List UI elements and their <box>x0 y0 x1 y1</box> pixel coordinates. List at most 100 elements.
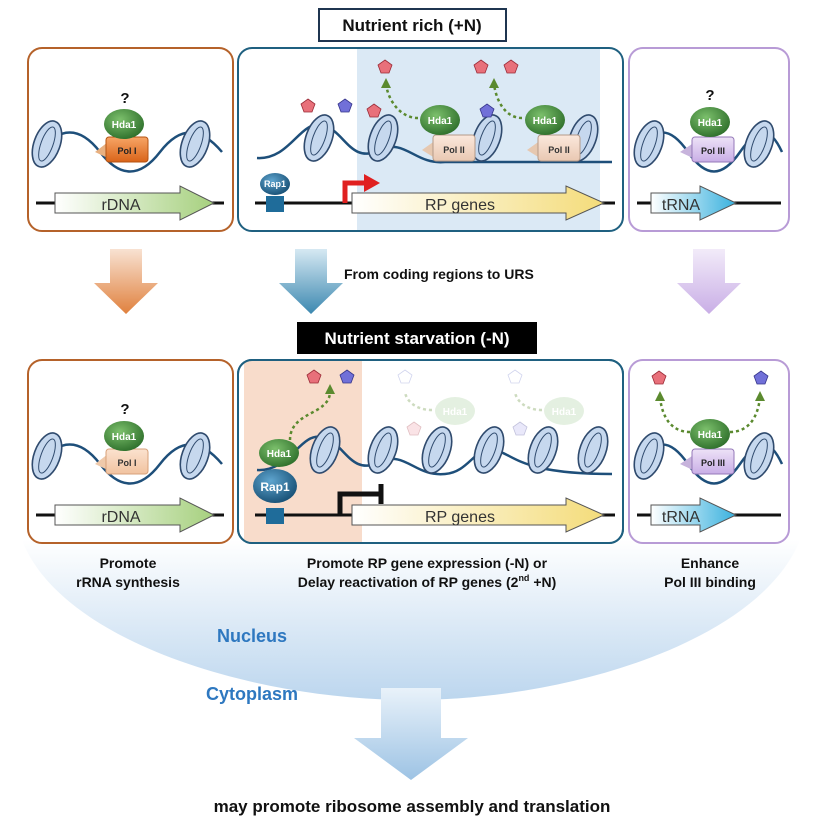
rdna-gene-arrow <box>54 497 216 533</box>
cytoplasm-label: Cytoplasm <box>206 684 298 704</box>
outcome-rp-line2-a: Delay reactivation of RP genes (2 <box>298 574 519 590</box>
rap1-icon <box>253 469 297 503</box>
acetyl-mark-red-icon <box>366 103 382 118</box>
acetyl-mark-red-icon <box>651 370 667 385</box>
nucleus-region <box>22 540 800 700</box>
rap1-icon <box>260 173 290 195</box>
pol1-label: Pol I <box>117 146 136 156</box>
hda1-label: Hda1 <box>267 449 292 460</box>
nucleosome-icon <box>743 120 775 168</box>
hda1-label: Hda1 <box>112 120 137 131</box>
nucleosome-icon <box>633 432 665 480</box>
rp-genes-label: RP genes <box>425 509 495 526</box>
nucleosome-icon <box>31 432 63 480</box>
hda1-label: Hda1 <box>698 118 723 129</box>
outcome-trna-line2: Pol III binding <box>664 574 756 590</box>
trna-gene-arrow <box>650 185 738 221</box>
rdna-label: rDNA <box>101 509 140 526</box>
hda1-icon <box>104 109 144 139</box>
panel-rdna-rich: ? Pol I Hda1 rDNA <box>27 47 234 232</box>
acetyl-mark-blue-icon <box>479 103 495 118</box>
panel-rp-starvation: Hda1 Hda1 Hda1 Rap1 RP genes <box>237 359 624 544</box>
transition-arrow-rdna <box>94 249 158 314</box>
deacetylation-arrow <box>384 83 419 120</box>
rp-gene-arrow <box>351 185 606 221</box>
hda1-icon <box>690 419 730 449</box>
hda1-icon <box>259 439 299 467</box>
transition-arrow-rp <box>279 249 343 314</box>
acetyl-mark-blue-icon <box>339 369 355 384</box>
nucleosome-icon <box>421 426 453 474</box>
nucleosome-icon <box>179 432 211 480</box>
rp-genes-label: RP genes <box>425 197 495 214</box>
hda1-icon <box>690 107 730 137</box>
rap1-binding-site <box>266 508 284 524</box>
dna-strand <box>256 123 612 164</box>
outcome-rp-line2-sup: nd <box>518 573 529 583</box>
trna-label: tRNA <box>662 509 701 526</box>
nucleosome-icon <box>473 426 505 474</box>
rp-gene-arrow <box>351 497 606 533</box>
acetyl-mark-red-icon <box>503 59 519 74</box>
active-promoter-arrow-icon <box>342 180 366 203</box>
transition-label: From coding regions to URS <box>344 266 534 282</box>
rap1-binding-site <box>266 196 284 212</box>
nucleosome-icon <box>527 426 559 474</box>
pol1-label: Pol I <box>117 458 136 468</box>
pol3-box <box>691 448 735 475</box>
header-rich: Nutrient rich (+N) <box>342 16 481 35</box>
pol3-box <box>691 136 735 163</box>
trna-gene-arrow <box>650 497 738 533</box>
outcome-rdna-line1: Promote <box>100 555 157 571</box>
nucleosome-icon <box>367 426 399 474</box>
hda1-label: Hda1 <box>443 407 468 418</box>
rdna-label: rDNA <box>101 197 140 214</box>
acetyl-mark-blue-icon <box>337 98 353 113</box>
rdna-gene-arrow <box>54 185 216 221</box>
outcome-trna-line1: Enhance <box>681 555 740 571</box>
pol2-box <box>432 134 476 162</box>
hda1-label: Hda1 <box>698 430 723 441</box>
hda1-icon <box>420 105 460 135</box>
acetyl-mark-red-icon <box>377 59 393 74</box>
bottom-conclusion: may promote ribosome assembly and transl… <box>214 797 611 816</box>
hda1-label: Hda1 <box>112 432 137 443</box>
panel-rp-rich: Pol II Hda1 Pol II Hda1 Rap1 RP genes <box>237 47 624 232</box>
acetyl-mark-blue-icon <box>753 370 769 385</box>
faded-hda1-complex: Hda1 <box>397 369 475 436</box>
acetyl-mark-red-icon <box>473 59 489 74</box>
hda1-label: Hda1 <box>552 407 577 418</box>
pol3-label: Pol III <box>701 458 725 468</box>
question-mark: ? <box>120 401 129 418</box>
rap1-label: Rap1 <box>260 480 290 494</box>
outcome-rdna-line2: rRNA synthesis <box>76 574 180 590</box>
nucleosome-icon <box>367 114 399 162</box>
nucleosome-icon <box>303 114 335 162</box>
acetyl-mark-red-icon <box>300 98 316 113</box>
panel-trna-rich: ? Pol III Hda1 tRNA <box>628 47 790 232</box>
pol2-label: Pol II <box>443 145 465 155</box>
header-rich-box <box>318 8 507 42</box>
pol2-label: Pol II <box>548 145 570 155</box>
nucleosome-icon <box>577 426 609 474</box>
hda1-label: Hda1 <box>533 116 558 127</box>
panel-rdna-starvation: ? Pol I Hda1 rDNA <box>27 359 234 544</box>
trna-label: tRNA <box>662 197 701 214</box>
hda1-icon <box>525 105 565 135</box>
nucleosome-icon <box>471 114 503 162</box>
deacetylation-arrow <box>288 389 332 441</box>
deacetylation-arrow <box>492 83 523 120</box>
question-mark: ? <box>705 87 714 104</box>
panel-trna-starvation: Pol III Hda1 tRNA <box>628 359 790 544</box>
outcome-rp-line1: Promote RP gene expression (-N) or <box>307 555 548 571</box>
transition-arrow-trna <box>677 249 741 314</box>
hda1-icon <box>104 421 144 451</box>
nucleosome-icon <box>633 120 665 168</box>
header-starvation-box <box>297 322 537 354</box>
header-starvation: Nutrient starvation (-N) <box>324 329 509 348</box>
pol3-label: Pol III <box>701 146 725 156</box>
rap1-label: Rap1 <box>264 179 286 189</box>
hda1-label: Hda1 <box>428 116 453 127</box>
acetyl-mark-red-icon <box>306 369 322 384</box>
